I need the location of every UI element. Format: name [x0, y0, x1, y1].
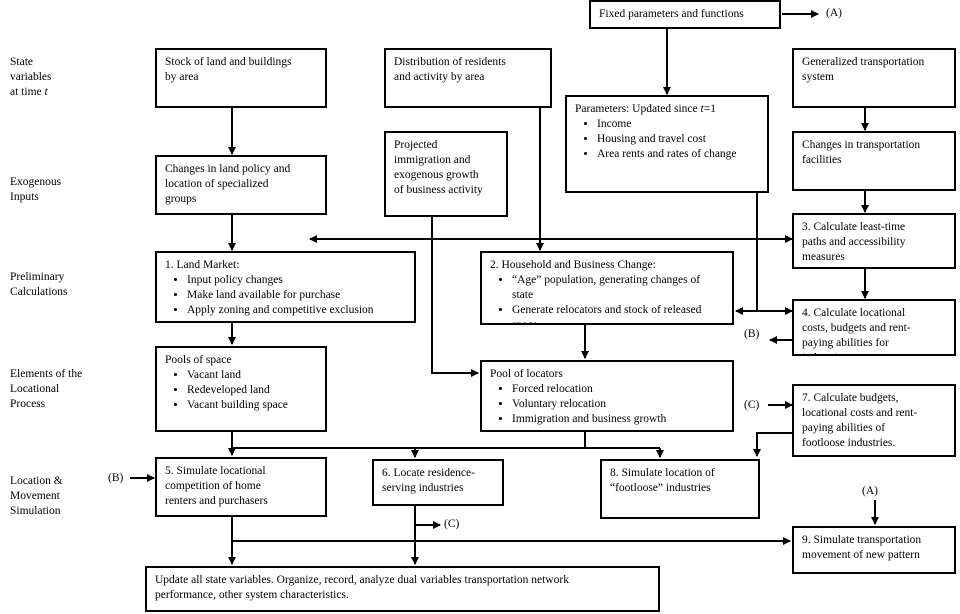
list-item: Immigration and business growth: [512, 412, 724, 427]
household-list: “Age” population, generating changes of …: [490, 273, 724, 323]
parameters-box: Parameters: Updated since t=1 Income Hou…: [565, 95, 769, 193]
sim5-box: 5. Simulate locational competition of ho…: [155, 457, 327, 517]
list-item: Voluntary relocation: [512, 397, 724, 412]
list-item: Apply zoning and competitive exclusion: [187, 303, 406, 318]
row-label-location: Location & Movement Simulation: [10, 475, 63, 517]
row-label-exogenous: Exogenous Inputs: [10, 176, 62, 203]
marker-a-top: (A): [826, 7, 842, 19]
arrow-projected-to-locators: [431, 216, 479, 377]
pools-of-space-box: Pools of space Vacant land Redeveloped l…: [155, 346, 327, 432]
list-item: Make land available for purchase: [187, 288, 406, 303]
marker-c-mid: (C): [444, 518, 460, 530]
locators-list: Forced relocation Voluntary relocation I…: [490, 382, 724, 427]
list-item: Area rents and rates of change: [597, 147, 759, 162]
list-item: Redeveloped land: [187, 383, 317, 398]
list-item: Housing and travel cost: [597, 132, 759, 147]
list-item: Input policy changes: [187, 273, 406, 288]
marker-a-right: (A): [862, 485, 878, 497]
transportation-changes-box: Changes in transportation facilities: [792, 131, 956, 191]
calc7-box: 7. Calculate budgets, locational costs a…: [792, 384, 956, 457]
list-item: Income: [597, 117, 759, 132]
pools-title: Pools of space: [165, 354, 232, 366]
calc4-box: 4. Calculate locational costs, budgets a…: [792, 299, 956, 356]
list-item: Generate relocators and stock of release…: [512, 303, 724, 323]
list-item: Forced relocation: [512, 382, 724, 397]
distribution-box: Distribution of residents and activity b…: [384, 48, 552, 108]
fixed-parameters-box: Fixed parameters and functions: [589, 0, 781, 29]
arrow-calc7-to-sim8: [753, 432, 792, 457]
row-label-elements: Elements of the Locational Process: [10, 368, 83, 410]
land-market-list: Input policy changes Make land available…: [165, 273, 406, 318]
list-item: “Age” population, generating changes of …: [512, 273, 724, 303]
parameters-list: Income Housing and travel cost Area rent…: [575, 117, 759, 162]
row-label-preliminary: Preliminary Calculations: [10, 271, 68, 298]
projected-immigration-box: Projected immigration and exogenous grow…: [384, 131, 508, 217]
list-item: Vacant building space: [187, 398, 317, 413]
locate6-box: 6. Locate residence- serving industries: [372, 459, 504, 506]
land-market-box: 1. Land Market: Input policy changes Mak…: [155, 251, 416, 323]
list-item: Vacant land: [187, 368, 317, 383]
pools-list: Vacant land Redeveloped land Vacant buil…: [165, 368, 317, 413]
marker-c-right: (C): [744, 399, 760, 411]
sim8-box: 8. Simulate location of “footloose” indu…: [600, 459, 760, 519]
land-policy-box: Changes in land policy and location of s…: [155, 155, 327, 215]
calc3-box: 3. Calculate least-time paths and access…: [792, 213, 956, 269]
sim9-box: 9. Simulate transportation movement of n…: [792, 526, 956, 574]
household-title: 2. Household and Business Change:: [490, 259, 656, 271]
locators-title: Pool of locators: [490, 368, 563, 380]
marker-b-right: (B): [744, 328, 760, 340]
update-state-box: Update all state variables. Organize, re…: [145, 566, 660, 612]
row-label-state: State variables at time t: [10, 56, 52, 98]
pool-of-locators-box: Pool of locators Forced relocation Volun…: [480, 360, 734, 432]
land-market-title: 1. Land Market:: [165, 259, 240, 271]
stock-land-box: Stock of land and buildings by area: [155, 48, 327, 108]
parameters-title: Parameters: Updated since t=1: [575, 103, 716, 115]
arrow-parameters-to-calc4: [756, 193, 793, 315]
household-business-box: 2. Household and Business Change: “Age” …: [480, 251, 734, 325]
marker-b-left: (B): [108, 472, 124, 484]
generalized-transportation-box: Generalized transportation system: [792, 48, 956, 108]
